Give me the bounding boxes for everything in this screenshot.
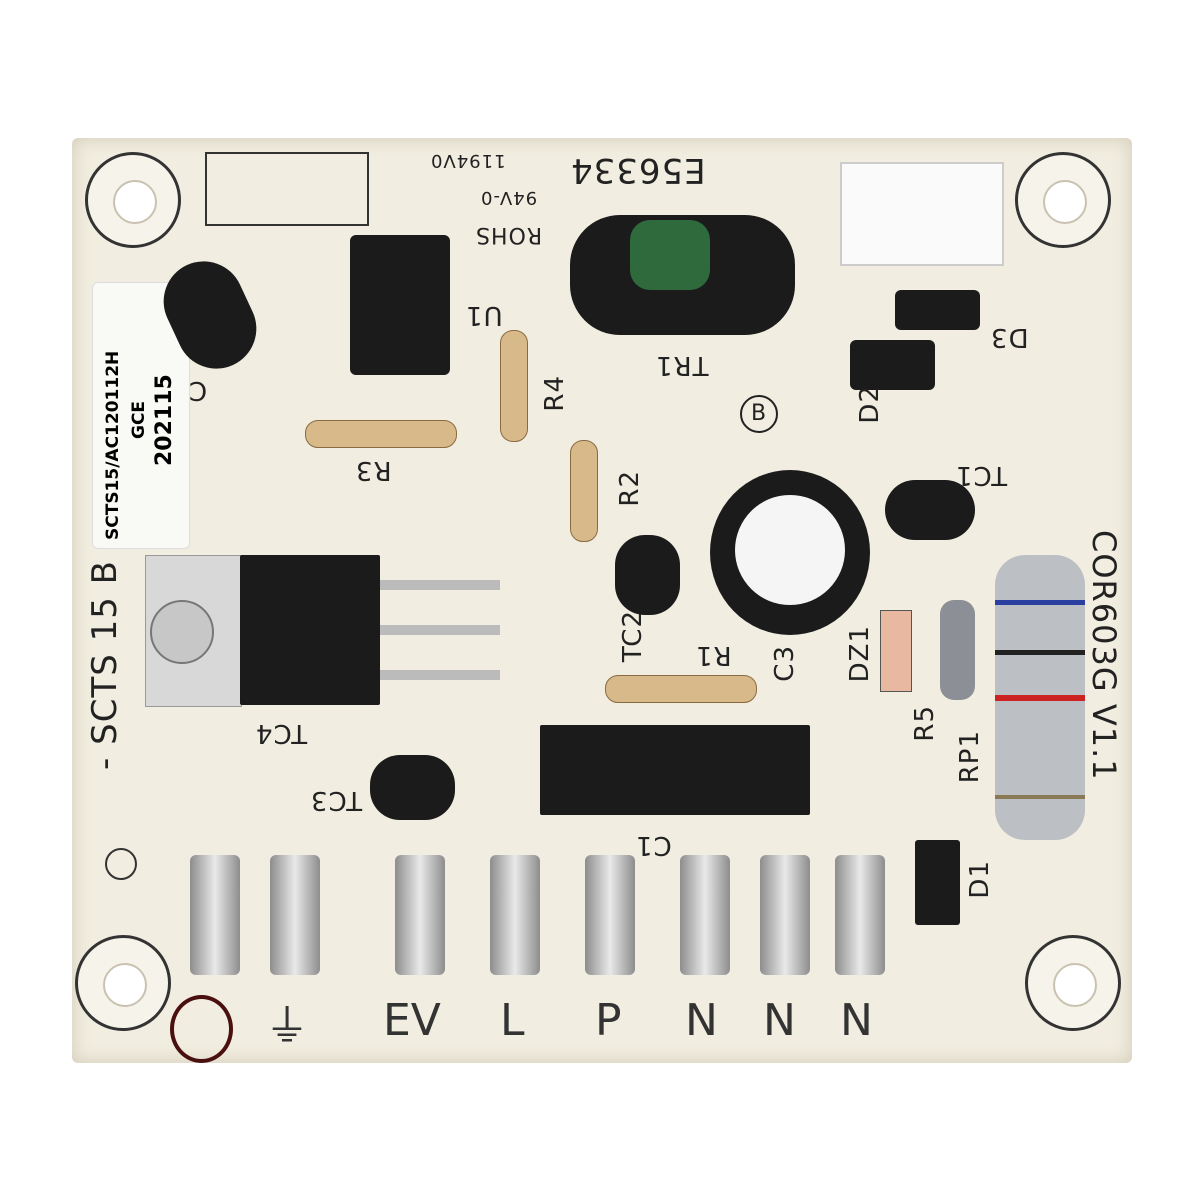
power-resistor-rp1 (995, 555, 1085, 840)
d1-label: D1 (965, 860, 995, 899)
terminal-l[interactable] (490, 855, 540, 975)
terminal-ev[interactable] (395, 855, 445, 975)
zener-dz1 (880, 610, 912, 692)
rohs-label: ROHS (475, 222, 543, 247)
mounting-hole (75, 935, 171, 1031)
u1-label: U1 (465, 300, 503, 330)
r3-label: R3 (355, 455, 392, 485)
cert2-label: 1194V0 (430, 150, 506, 171)
cert-label: E56334 (570, 150, 706, 190)
capacitor-top (735, 495, 845, 605)
mounting-hole (1025, 935, 1121, 1031)
transistor-tc1 (885, 480, 975, 540)
lead (380, 625, 500, 635)
terminal-ground[interactable] (190, 855, 240, 975)
d3-label: D3 (990, 322, 1029, 352)
silkscreen-outline (205, 152, 369, 226)
mounting-hole (1015, 152, 1111, 248)
terminal-n2[interactable] (760, 855, 810, 975)
lead (380, 670, 500, 680)
ground-label: ⏚ (265, 1001, 309, 1052)
mounting-hole (85, 152, 181, 248)
c1-label: C1 (635, 830, 672, 860)
regulator-tc4 (240, 555, 380, 705)
ev-label: EV (383, 995, 441, 1046)
rp1-label: RP1 (955, 730, 985, 784)
r1-label: R1 (695, 640, 732, 670)
sticker-line: 202115 (152, 374, 177, 466)
ic-u1 (350, 235, 450, 375)
resistor-r2 (570, 440, 598, 542)
l-label: L (500, 995, 525, 1046)
sticker-text: SCTS15/AC120112H GCE 202115 (100, 300, 178, 540)
connector-header[interactable] (840, 162, 1004, 266)
n-label: N (763, 995, 796, 1046)
dz1-label: DZ1 (845, 625, 875, 683)
diode-d3 (895, 290, 980, 330)
terminal-n1[interactable] (680, 855, 730, 975)
lead (380, 580, 500, 590)
tr1-label: TR1 (655, 350, 709, 380)
resistor-r5 (940, 600, 975, 700)
tc1-label: TC1 (955, 460, 1008, 490)
marker-circle (170, 995, 233, 1063)
b-mark: B (740, 395, 778, 433)
resistor-r3 (305, 420, 457, 448)
r4-label: R4 (540, 375, 570, 412)
transistor-tc2 (615, 535, 680, 615)
capacitor-c1 (540, 725, 810, 815)
board-name: COR603G V1.1 (1085, 530, 1123, 781)
terminal-n3[interactable] (835, 855, 885, 975)
n-label: N (840, 995, 873, 1046)
p-label: P (595, 995, 622, 1046)
terminal-extra[interactable] (270, 855, 320, 975)
sticker-line: GCE (129, 400, 149, 440)
n-label: N (685, 995, 718, 1046)
sticker-line: SCTS15/AC120112H (103, 350, 123, 540)
transistor-tc3 (370, 755, 455, 820)
tc4-label: TC4 (255, 718, 308, 748)
cap-label: C (188, 375, 208, 405)
resistor-r4 (500, 330, 528, 442)
model-label: - SCTS 15 B (85, 560, 125, 770)
flammability-label: 94V-0 (480, 187, 538, 208)
r5-label: R5 (910, 705, 940, 742)
tc3-label: TC3 (310, 785, 363, 815)
resistor-r1 (605, 675, 757, 703)
tc2-label: TC2 (618, 610, 648, 663)
pin1-mark (105, 848, 137, 880)
r2-label: R2 (615, 470, 645, 507)
c3-label: C3 (770, 645, 800, 682)
diode-d1 (915, 840, 960, 925)
diode-d2 (850, 340, 935, 390)
screw-icon (150, 600, 214, 664)
terminal-p[interactable] (585, 855, 635, 975)
transformer-core (630, 220, 710, 290)
d2-label: D2 (855, 385, 885, 424)
